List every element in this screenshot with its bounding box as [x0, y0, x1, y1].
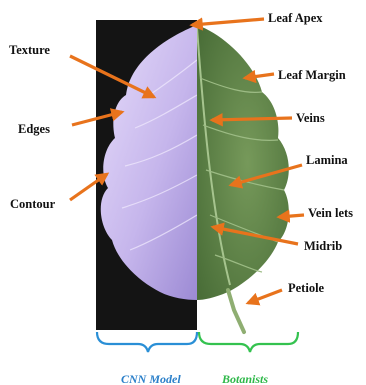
label-petiole: Petiole [288, 281, 325, 295]
arrow-vein-lets [279, 215, 304, 217]
label-texture: Texture [9, 43, 50, 57]
caption-botanists: Botanists [221, 372, 268, 385]
label-leaf-margin: Leaf Margin [278, 68, 346, 82]
label-lamina: Lamina [306, 153, 348, 167]
botanist-bracket [199, 332, 298, 352]
label-vein-lets: Vein lets [308, 206, 353, 220]
arrow-veins [212, 118, 292, 120]
arrow-petiole [248, 290, 282, 303]
label-leaf-apex: Leaf Apex [268, 11, 323, 25]
cnn-bracket [97, 332, 197, 352]
label-veins: Veins [296, 111, 325, 125]
botanist-leaf-half [197, 25, 289, 332]
label-midrib: Midrib [304, 239, 342, 253]
caption-cnn-model: CNN Model [121, 372, 181, 385]
label-edges: Edges [18, 122, 50, 136]
arrow-leaf-apex [192, 19, 264, 25]
label-contour: Contour [10, 197, 56, 211]
